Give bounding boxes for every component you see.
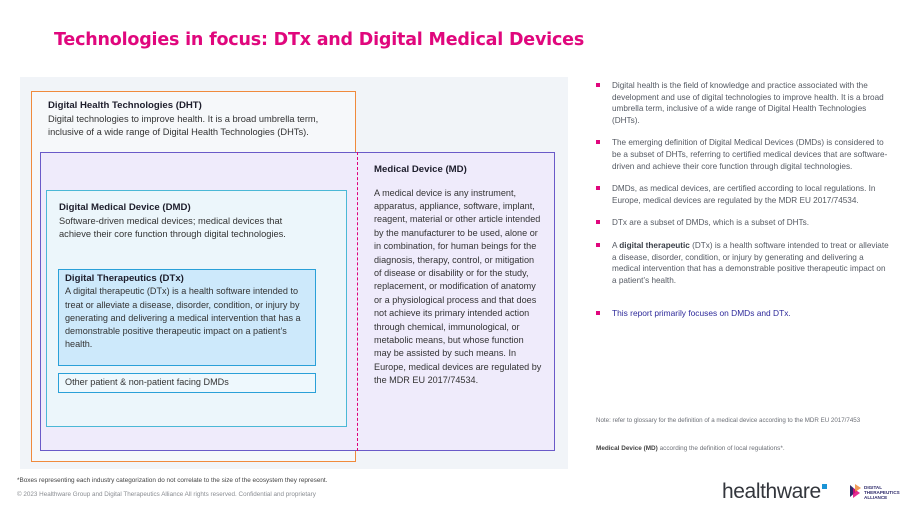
bullet-square-icon — [596, 83, 600, 87]
bullet-square-icon — [596, 220, 600, 225]
dta-logo: DIGITAL THERAPEUTICS ALLIANCE — [849, 483, 909, 505]
dtx-heading: Digital Therapeutics (DTx) — [65, 273, 184, 284]
dmd-label: Digital Medical Device (DMD) Software-dr… — [59, 201, 314, 242]
dht-heading: Digital Health Technologies (DHT) — [48, 100, 202, 111]
list-item: A digital therapeutic (DTx) is a health … — [596, 240, 892, 286]
dtx-box — [58, 269, 316, 366]
dta-mark-icon — [850, 484, 861, 498]
dmd-heading: Digital Medical Device (DMD) — [59, 202, 191, 213]
list-item: DMDs, as medical devices, are certified … — [596, 183, 892, 206]
other-dmd-box — [58, 373, 316, 393]
page-title: Technologies in focus: DTx and Digital M… — [54, 30, 585, 50]
healthware-logo: healthware — [722, 480, 827, 504]
bullet-square-icon — [596, 186, 600, 191]
copyright: © 2023 Healthware Group and Digital Ther… — [17, 491, 316, 498]
md-label: Medical Device (MD) A medical device is … — [374, 163, 542, 388]
dtx-description: A digital therapeutic (DTx) is a health … — [65, 286, 301, 350]
list-item: DTx are a subset of DMDs, which is a sub… — [596, 217, 892, 229]
md-heading: Medical Device (MD) — [374, 164, 467, 175]
list-item: Digital health is the field of knowledge… — [596, 80, 892, 126]
md-description: A medical device is any instrument, appa… — [374, 187, 542, 386]
bullet-square-icon — [596, 140, 600, 145]
highlight-item: This report primarily focuses on DMDs an… — [596, 308, 892, 320]
other-dmd-label: Other patient & non-patient facing DMDs — [65, 377, 229, 387]
bullet-square-icon — [596, 311, 600, 316]
dtx-label: Digital Therapeutics (DTx) A digital the… — [65, 272, 313, 352]
logo-dot-icon — [821, 484, 827, 489]
dht-label: Digital Health Technologies (DHT) Digita… — [48, 99, 353, 140]
md-dashed-divider — [357, 152, 358, 451]
dta-wordmark: DIGITAL THERAPEUTICS ALLIANCE — [864, 485, 900, 501]
bullet-list: Digital health is the field of knowledge… — [596, 80, 892, 331]
bullet-square-icon — [596, 242, 600, 247]
footnote: *Boxes representing each industry catego… — [17, 477, 328, 484]
md-note: Medical Device (MD) according the defini… — [596, 445, 785, 452]
glossary-note: Note: refer to glossary for the definiti… — [596, 417, 861, 424]
dmd-description: Software-driven medical devices; medical… — [59, 215, 286, 240]
list-item: The emerging definition of Digital Medic… — [596, 137, 892, 172]
dht-description: Digital technologies to improve health. … — [48, 113, 319, 138]
